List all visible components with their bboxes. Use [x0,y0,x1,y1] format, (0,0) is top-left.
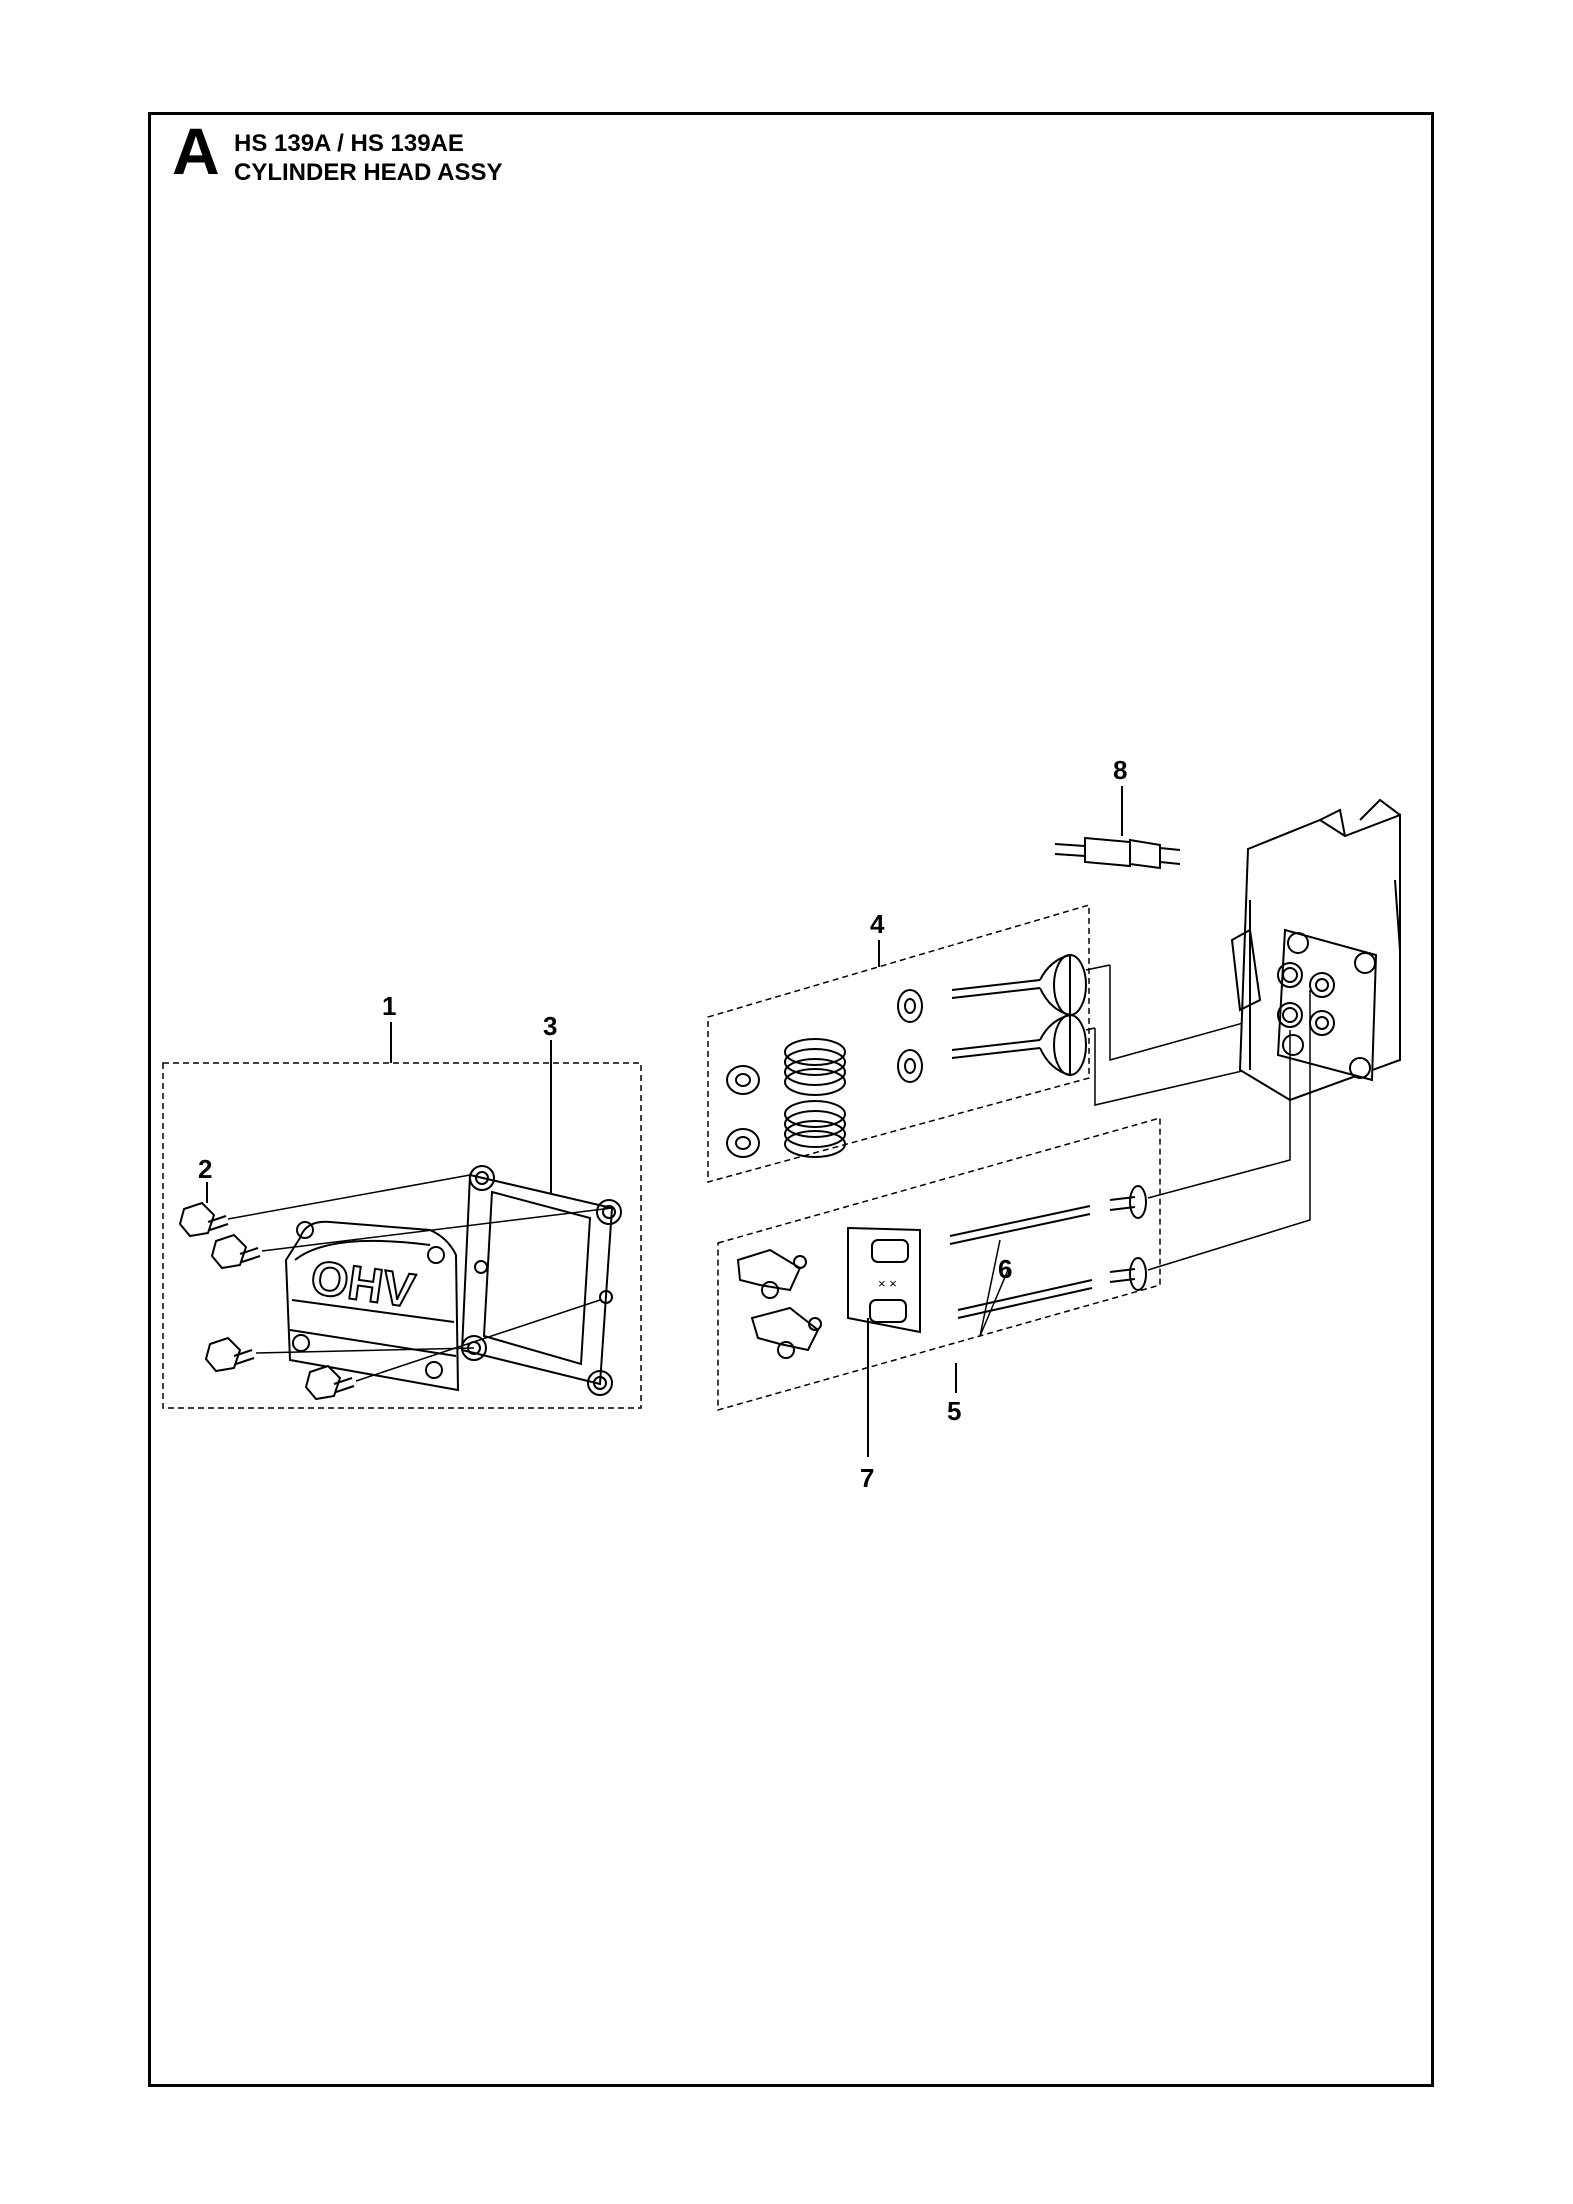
rocker-arm-upper [736,1248,807,1299]
cover-bolt-4 [304,1364,355,1401]
callout-2: 2 [198,1154,212,1184]
valve-guide-line-2 [1085,1027,1096,1031]
cover-bolt-3 [204,1336,255,1373]
valve-stem-seal-upper [897,989,923,1023]
page-frame [148,112,1434,2087]
callout-8: 8 [1113,755,1127,785]
bolt-guide-2 [261,1207,613,1252]
svg-text:× ×: × × [878,1276,897,1291]
valve-spring-upper [784,1038,846,1096]
bolt-guide-1 [227,1174,471,1220]
exhaust-valve [951,1013,1087,1077]
rocker-arm-lower [750,1306,822,1359]
cover-bolt-1 [178,1201,229,1238]
valve-cover-gasket [460,1165,622,1396]
bolt-guide-4 [355,1299,601,1382]
rocker-stud-upper [1277,962,1303,988]
spark-plug [1054,836,1181,870]
section-letter: A [172,114,220,188]
cylinder-head [1230,798,1401,1102]
valve-guide-line-2b [1094,1028,1291,1106]
tappet-lower [1109,1257,1147,1291]
intake-valve [951,953,1087,1017]
tappet-guide-line-2 [1147,990,1311,1271]
cover-bolt-2 [210,1233,261,1270]
group-1-dashed-box [162,1062,642,1409]
valve-stem-seal-lower [897,1049,923,1083]
callout-1: 1 [382,991,396,1021]
leader-6 [979,1239,1009,1337]
group-4-dashed-box [707,903,1090,1183]
bolt-guide-3 [255,1347,475,1354]
rocker-stud-lower [1277,1002,1303,1028]
callout-7: 7 [860,1463,874,1493]
assembly-title: CYLINDER HEAD ASSY [234,159,503,186]
group-5-dashed-box [717,1117,1161,1411]
tappet-guide-line-1 [1147,1030,1291,1199]
push-rod-upper [949,1205,1091,1245]
spring-retainer-upper [726,1065,760,1095]
valve-guide-line-1 [1085,964,1111,971]
push-rod-guide-plate: × × [847,1226,921,1334]
valve-spring-lower [784,1100,846,1158]
valve-guide-line-1b [1109,965,1291,1061]
callout-5: 5 [947,1396,961,1426]
push-rod-lower [957,1279,1093,1319]
callout-3: 3 [543,1011,557,1041]
valve-cover [284,1220,460,1392]
callout-4: 4 [870,909,885,939]
tappet-upper [1109,1185,1147,1219]
callout-6: 6 [998,1254,1012,1284]
model-heading: HS 139A / HS 139AE [234,130,464,157]
spring-retainer-lower [726,1128,760,1158]
